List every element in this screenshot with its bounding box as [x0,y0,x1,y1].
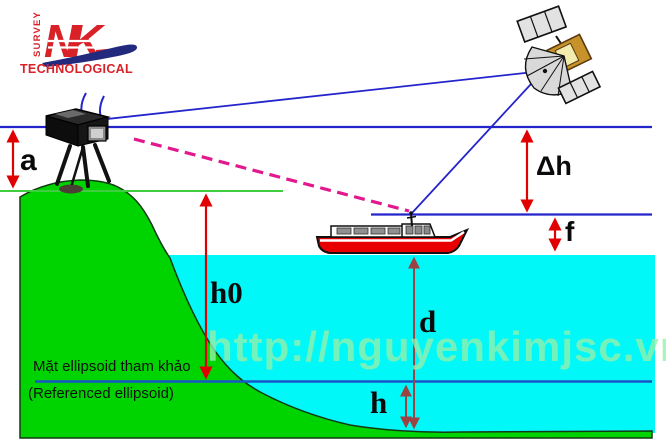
watermark-url: http://nguyenkimjsc.vn [207,323,666,370]
tripod-legs [55,143,111,188]
logo-swoosh [42,44,138,67]
gnss-signal-lines [79,70,544,214]
satellite-icon [516,5,602,105]
label-f: f [565,216,575,247]
ellipsoid-label-english: (Referenced ellipsoid) [28,385,174,402]
logo-technological-text: TECHNOLOGICAL [20,62,133,76]
total-station-icon [45,108,111,188]
label-d: d [419,304,437,339]
company-logo: SURVEY NK TECHNOLOGICAL [20,11,138,76]
radio-link-dashed-line [133,137,410,213]
label-delta-h: Δh [536,151,572,181]
land-mass [19,179,653,439]
label-h0: h0 [210,275,243,310]
survey-boat-icon [315,211,470,254]
label-h: h [370,385,388,420]
benchmark-icon [59,184,83,194]
label-a: a [20,144,37,177]
ellipsoid-label-vietnamese: Mặt ellipsoid tham khảo [33,358,191,375]
measurement-arrows [6,129,562,430]
logo-survey-text: SURVEY [32,11,43,57]
satellite-dish [523,46,573,97]
boat-antenna-icon [406,211,417,227]
